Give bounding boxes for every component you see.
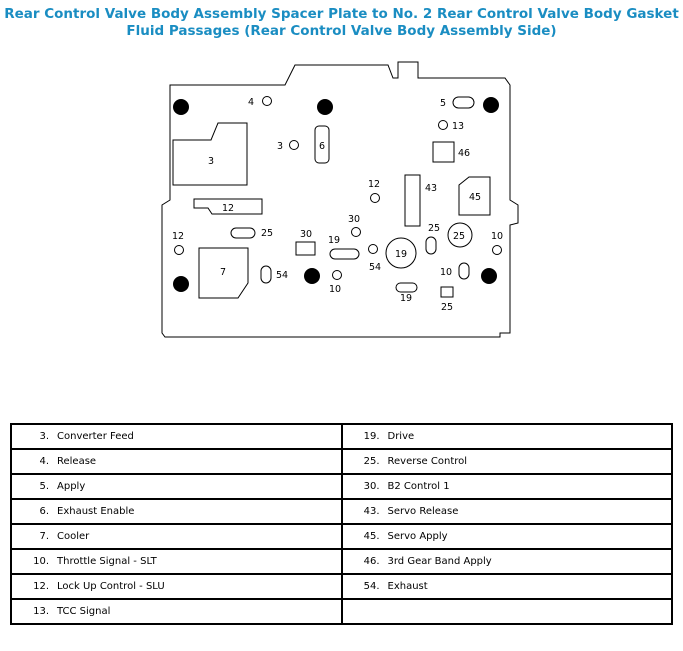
legend-cell: 6.Exhaust Enable bbox=[10, 498, 343, 525]
label-30-upper: 30 bbox=[348, 214, 360, 225]
passage-25-large bbox=[447, 222, 473, 248]
bolt-hole bbox=[481, 268, 497, 284]
label-4: 4 bbox=[248, 97, 254, 108]
passage-3-small bbox=[289, 140, 299, 150]
passage-4 bbox=[262, 96, 272, 106]
table-row: 6.Exhaust Enable 43.Servo Release bbox=[10, 498, 673, 525]
label-12-upper: 12 bbox=[368, 179, 380, 190]
passage-3 bbox=[172, 122, 248, 186]
legend-cell: 46.3rd Gear Band Apply bbox=[340, 548, 673, 575]
passage-54-small bbox=[368, 244, 378, 254]
label-3-small: 3 bbox=[277, 141, 283, 152]
label-54-small: 54 bbox=[369, 262, 381, 273]
label-25-left: 25 bbox=[261, 228, 273, 239]
label-5: 5 bbox=[440, 98, 446, 109]
passage-25-left bbox=[230, 227, 256, 239]
label-43: 43 bbox=[425, 183, 437, 194]
table-row: 7.Cooler 45.Servo Apply bbox=[10, 523, 673, 550]
table-row: 12.Lock Up Control - SLU 54.Exhaust bbox=[10, 573, 673, 600]
title-line-1: Rear Control Valve Body Assembly Spacer … bbox=[4, 6, 679, 22]
table-row: 4.Release 25.Reverse Control bbox=[10, 448, 673, 475]
label-19-lower: 19 bbox=[400, 293, 412, 304]
legend-cell: 7.Cooler bbox=[10, 523, 343, 550]
label-19-large: 19 bbox=[395, 249, 407, 260]
legend-cell-empty bbox=[340, 598, 673, 625]
table-row: 5.Apply 30.B2 Control 1 bbox=[10, 473, 673, 500]
passage-30-upper bbox=[351, 227, 361, 237]
label-3-large: 3 bbox=[208, 156, 214, 167]
label-12-slot: 12 bbox=[222, 203, 234, 214]
label-25-large: 25 bbox=[453, 231, 465, 242]
label-19-slot: 19 bbox=[328, 235, 340, 246]
passage-19-large bbox=[385, 237, 417, 269]
passage-7 bbox=[198, 247, 249, 299]
passage-46 bbox=[432, 141, 455, 163]
legend-cell: 19.Drive bbox=[340, 423, 673, 450]
title-line-2: Fluid Passages (Rear Control Valve Body … bbox=[126, 23, 557, 39]
passage-12-upper bbox=[370, 193, 380, 203]
label-45: 45 bbox=[469, 192, 481, 203]
legend-cell: 13.TCC Signal bbox=[10, 598, 343, 625]
bolt-hole bbox=[304, 268, 320, 284]
passage-10-right bbox=[492, 245, 502, 255]
passage-13 bbox=[438, 120, 448, 130]
table-row: 3.Converter Feed 19.Drive bbox=[10, 423, 673, 450]
bolt-hole bbox=[317, 99, 333, 115]
label-13: 13 bbox=[452, 121, 464, 132]
plate-outline bbox=[161, 61, 519, 338]
label-30: 30 bbox=[300, 229, 312, 240]
label-46: 46 bbox=[458, 148, 470, 159]
legend-cell: 43.Servo Release bbox=[340, 498, 673, 525]
passage-19-slot bbox=[329, 248, 360, 260]
legend-cell: 25.Reverse Control bbox=[340, 448, 673, 475]
passage-30 bbox=[295, 241, 316, 256]
bolt-hole bbox=[173, 99, 189, 115]
table-row: 10.Throttle Signal - SLT 46.3rd Gear Ban… bbox=[10, 548, 673, 575]
passage-54 bbox=[260, 265, 272, 284]
legend-cell: 12.Lock Up Control - SLU bbox=[10, 573, 343, 600]
legend-cell: 45.Servo Apply bbox=[340, 523, 673, 550]
passage-12-left bbox=[174, 245, 184, 255]
legend-cell: 30.B2 Control 1 bbox=[340, 473, 673, 500]
label-25-lower: 25 bbox=[441, 302, 453, 313]
legend-cell: 5.Apply bbox=[10, 473, 343, 500]
legend-table: 3.Converter Feed 19.Drive 4.Release 25.R… bbox=[10, 423, 673, 625]
legend-cell: 4.Release bbox=[10, 448, 343, 475]
legend-cell: 54.Exhaust bbox=[340, 573, 673, 600]
passage-19-lower bbox=[395, 282, 418, 293]
passage-6 bbox=[314, 125, 330, 164]
table-row: 13.TCC Signal bbox=[10, 598, 673, 625]
passage-5 bbox=[452, 96, 475, 109]
passage-43 bbox=[404, 174, 421, 227]
legend-cell: 10.Throttle Signal - SLT bbox=[10, 548, 343, 575]
spacer-plate-diagram: 4 5 13 3 3 6 46 12 43 45 12 30 25 25 25 … bbox=[161, 61, 519, 338]
passage-10-lower bbox=[458, 262, 470, 280]
label-10-mid: 10 bbox=[329, 284, 341, 295]
bolt-hole bbox=[483, 97, 499, 113]
passage-10-mid bbox=[332, 270, 342, 280]
label-54: 54 bbox=[276, 270, 288, 281]
label-25-mid: 25 bbox=[428, 223, 440, 234]
passage-25-lower bbox=[440, 286, 454, 298]
passage-12-slot bbox=[193, 198, 263, 215]
bolt-hole bbox=[173, 276, 189, 292]
passage-25-mid bbox=[425, 236, 437, 255]
label-6: 6 bbox=[319, 141, 325, 152]
label-12-left: 12 bbox=[172, 231, 184, 242]
legend-cell: 3.Converter Feed bbox=[10, 423, 343, 450]
label-10-right: 10 bbox=[491, 231, 503, 242]
label-7: 7 bbox=[220, 267, 226, 278]
passage-45 bbox=[458, 176, 491, 216]
label-10-lower: 10 bbox=[440, 267, 452, 278]
page-title: Rear Control Valve Body Assembly Spacer … bbox=[0, 6, 683, 40]
